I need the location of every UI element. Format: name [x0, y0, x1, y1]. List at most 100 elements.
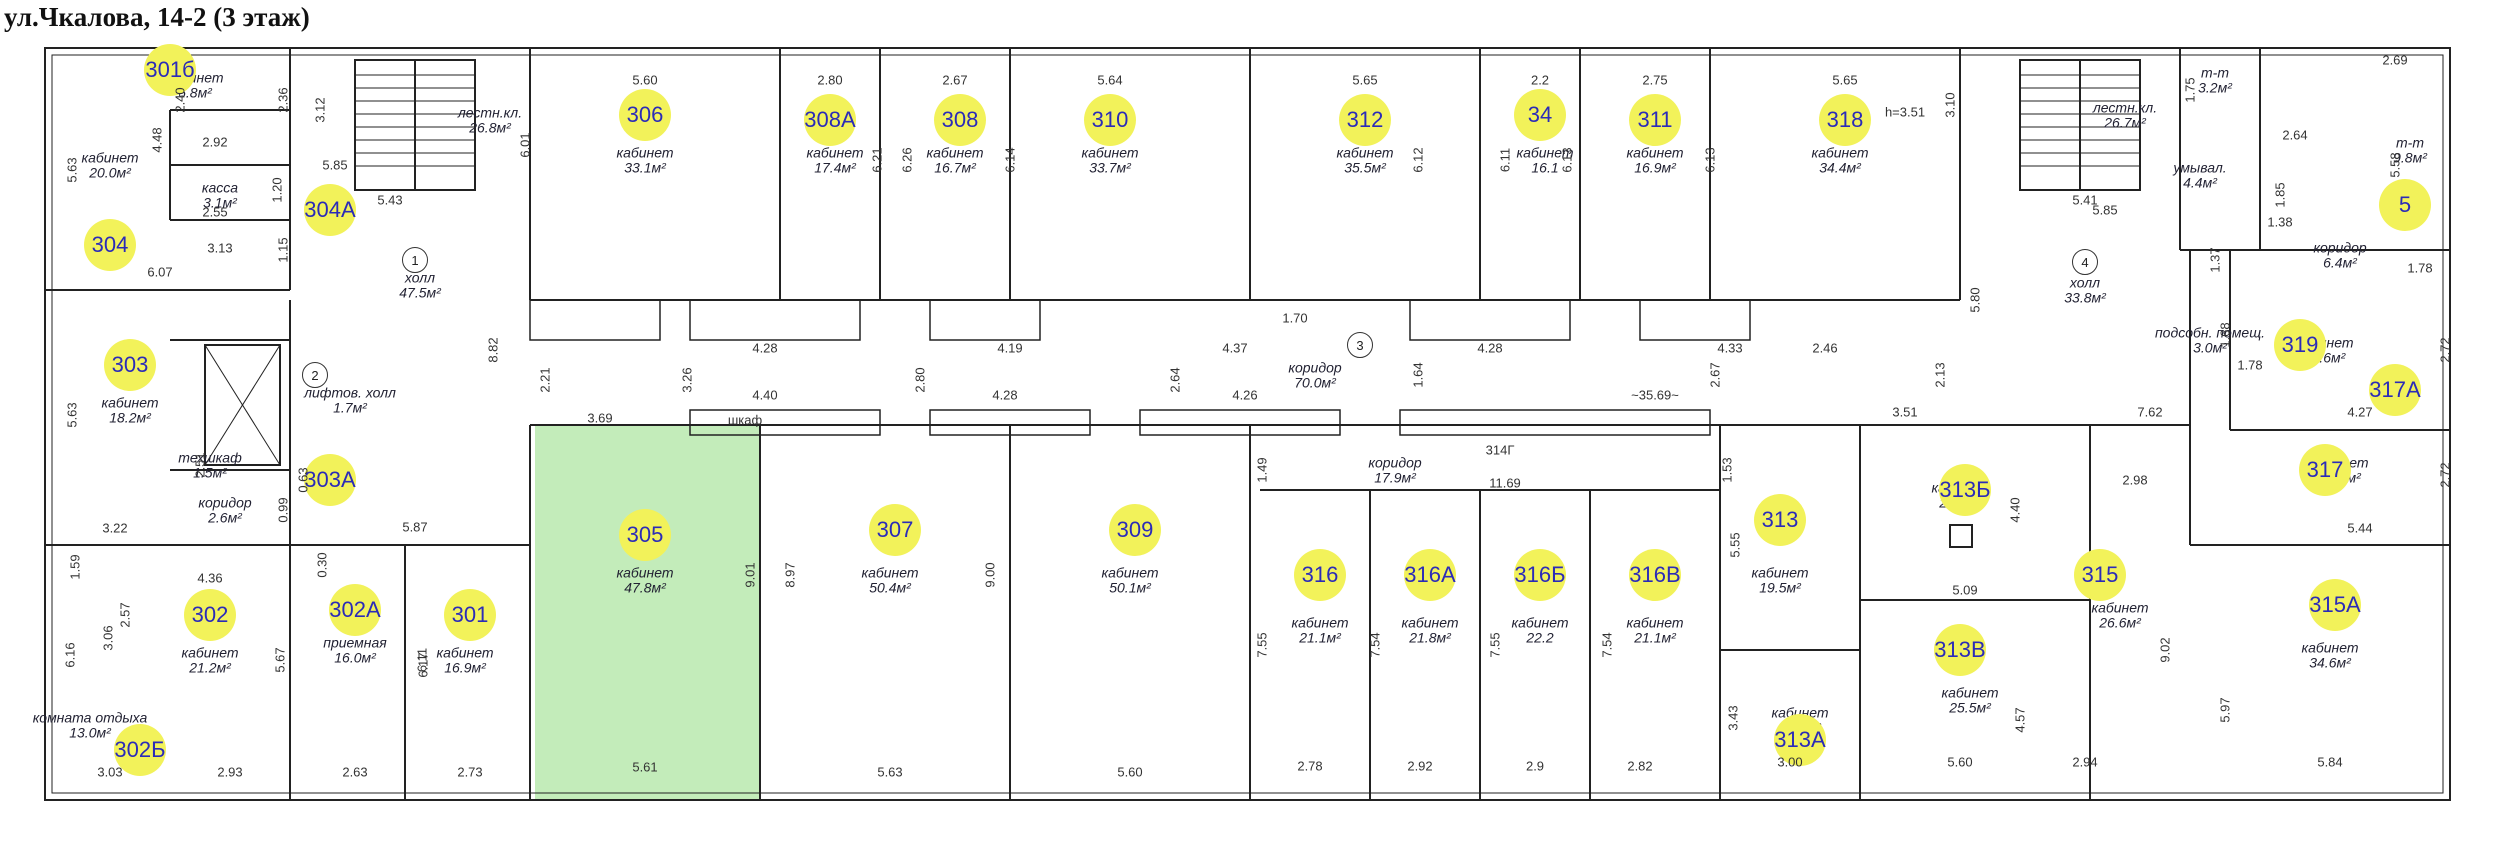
- dimension-h: 4.36: [197, 570, 223, 586]
- dimension-v: 2.21: [537, 367, 553, 393]
- dimension-v: 1.15: [275, 237, 291, 263]
- dimension-v: 0.63: [295, 467, 311, 493]
- dimension-v: 9.00: [982, 562, 998, 588]
- room-name: коридор: [1368, 454, 1422, 471]
- room-name: т-т: [2200, 64, 2229, 81]
- dimension-v: 1.20: [269, 177, 285, 203]
- dimension-h: ~35.69~: [1631, 387, 1679, 403]
- dimension-h: 2.73: [457, 764, 483, 780]
- room-area: 70.0м²: [1294, 374, 1336, 390]
- dimension-h: 2.93: [217, 764, 243, 780]
- room-badge-316: 316: [1294, 549, 1346, 601]
- room-name: кабинет: [1336, 144, 1394, 161]
- room-name: умывал.: [2173, 159, 2227, 176]
- dimension-v: 7.55: [1487, 632, 1503, 658]
- room-area: 33.8м²: [2064, 289, 2106, 305]
- plan-note: 314Г: [1485, 442, 1515, 458]
- dimension-v: 1.59: [67, 554, 83, 580]
- dimension-v: 6.12: [1410, 147, 1426, 173]
- dimension-v: 8.97: [782, 562, 798, 588]
- dimension-v: 6.16: [62, 642, 78, 668]
- plan-note: шкаф: [727, 412, 763, 428]
- dimension-h: 5.87: [402, 519, 428, 535]
- room-badge-313a: 313А: [1774, 714, 1826, 766]
- dimension-h: 2.63: [342, 764, 368, 780]
- dimension-v: 5.97: [2217, 697, 2233, 723]
- room-badge-316a: 316А: [1404, 549, 1456, 601]
- dimension-h: 3.03: [97, 764, 123, 780]
- dimension-h: 5.44: [2347, 520, 2373, 536]
- dimension-h: 5.63: [877, 764, 903, 780]
- room-area: 16.1: [1531, 159, 1559, 175]
- room-name: кабинет: [616, 564, 674, 581]
- room-badge-316b: 316Б: [1514, 549, 1566, 601]
- dimension-v: 6.01: [517, 132, 533, 158]
- room-area: 16.9м²: [1634, 159, 1676, 175]
- dimension-h: 1.70: [1282, 310, 1308, 326]
- room-name: приемная: [323, 634, 387, 651]
- room-badge-308: 308: [934, 94, 986, 146]
- room-badge-302a: 302А: [329, 584, 381, 636]
- dimension-h: 3.00: [1777, 754, 1803, 770]
- dimension-h: 2.69: [2382, 52, 2408, 68]
- dimension-v: 5.67: [272, 647, 288, 673]
- room-name: кабинет: [1751, 564, 1809, 581]
- dimension-h: 4.40: [752, 387, 778, 403]
- dimension-h: 5.85: [322, 157, 348, 173]
- dimension-v: 2.72: [2437, 462, 2453, 488]
- dimension-v: 6.17: [415, 652, 431, 678]
- dimension-h: 5.84: [2317, 754, 2343, 770]
- room-area: 16.7м²: [934, 159, 976, 175]
- dimension-h: 4.28: [1477, 340, 1503, 356]
- dimension-h: 2.82: [1627, 758, 1653, 774]
- zone-number: 2: [302, 362, 328, 388]
- room-badge-318: 318: [1819, 94, 1871, 146]
- dimension-v: 2.72: [2437, 337, 2453, 363]
- room-name: касса: [201, 179, 239, 196]
- dimension-h: 1.78: [2237, 357, 2263, 373]
- room-area: 21.1м²: [1634, 629, 1676, 645]
- dimension-v: 3.26: [679, 367, 695, 393]
- room-name: кабинет: [806, 144, 864, 161]
- room-name: коридор: [198, 494, 252, 511]
- room-badge-301b: 301б: [144, 44, 196, 96]
- room-name: т-т: [2395, 134, 2424, 151]
- dimension-v: 6.13: [1559, 147, 1575, 173]
- dimension-v: 8.82: [485, 337, 501, 363]
- dimension-v: 5.58: [2387, 152, 2403, 178]
- dimension-v: 7.54: [1367, 632, 1383, 658]
- dimension-h: 2.94: [2072, 754, 2098, 770]
- dimension-v: 1.75: [2182, 77, 2198, 103]
- room-badge-315: 315: [2074, 549, 2126, 601]
- dimension-v: 7.54: [1599, 632, 1615, 658]
- dimension-h: 2.55: [202, 204, 228, 220]
- room-area: 6.4м²: [2323, 254, 2357, 270]
- room-badge-303: 303: [104, 339, 156, 391]
- dimension-h: 2.2: [1530, 72, 1550, 88]
- dimension-v: 2.51: [192, 452, 208, 478]
- room-area: 21.1м²: [1299, 629, 1341, 645]
- dimension-h: 2.75: [1642, 72, 1668, 88]
- room-badge-5: 5: [2379, 179, 2431, 231]
- dimension-v: 6.26: [899, 147, 915, 173]
- dimension-v: 5.63: [64, 157, 80, 183]
- room-area: 1.7м²: [333, 399, 367, 415]
- dimension-v: 2.36: [275, 87, 291, 113]
- dimension-h: 2.67: [942, 72, 968, 88]
- room-badge-34: 34: [1514, 89, 1566, 141]
